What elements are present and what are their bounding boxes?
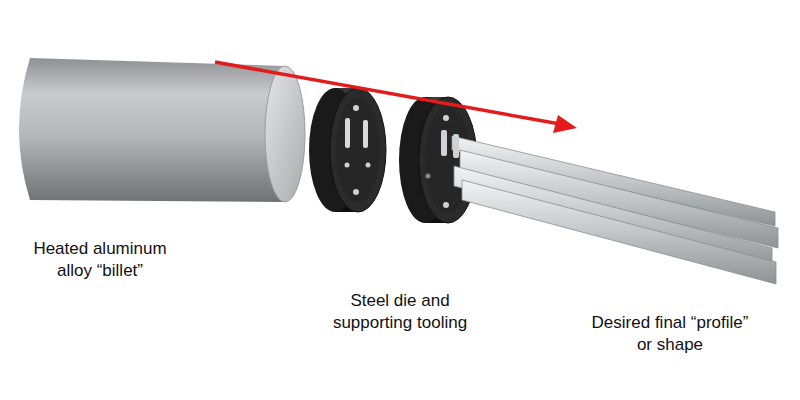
part-label: Heated aluminum alloy “billet”	[18, 238, 183, 282]
steel-die	[309, 88, 386, 212]
part-label: Desired final “profile” or shape	[588, 312, 753, 356]
part-label: Steel die and supporting tooling	[315, 290, 485, 334]
extruded-profiles	[441, 130, 778, 284]
billet	[19, 58, 305, 202]
flow-arrow	[215, 62, 577, 133]
